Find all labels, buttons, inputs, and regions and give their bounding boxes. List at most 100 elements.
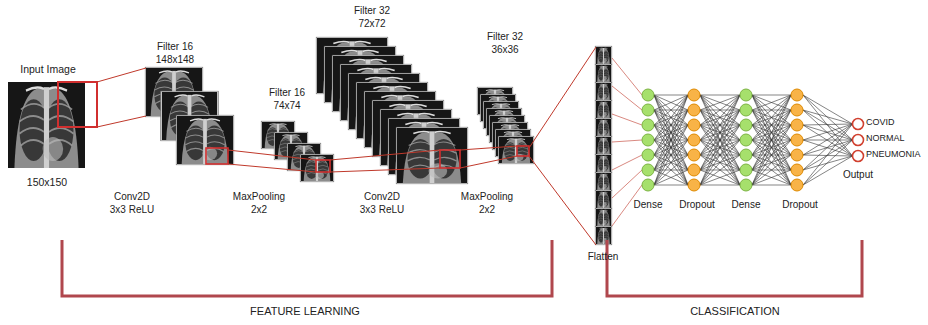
layer-label: Dense — [716, 198, 776, 211]
neuron — [688, 149, 700, 161]
layer-label: Dense — [618, 198, 678, 211]
neuron — [688, 104, 700, 116]
connection — [803, 140, 853, 155]
neuron — [688, 179, 700, 191]
connection — [654, 95, 688, 155]
layer-label: Output — [833, 168, 883, 181]
section-title: FEATURE LEARNING — [205, 304, 405, 318]
neuron — [791, 134, 803, 146]
connection — [654, 95, 688, 140]
output-neuron — [853, 119, 864, 130]
feature-map — [595, 190, 612, 209]
layer-label: Filter 16 148x148 — [143, 40, 207, 66]
connection — [752, 95, 791, 125]
neuron — [642, 149, 654, 161]
class-label: PNEUMONIA — [866, 149, 921, 161]
connection — [803, 140, 853, 170]
connection — [612, 170, 642, 198]
map-image — [596, 137, 611, 154]
layer-label: Input Image — [3, 63, 93, 77]
feature-map — [595, 136, 612, 155]
connection — [654, 155, 688, 185]
output-neuron — [853, 151, 864, 162]
neuron — [791, 89, 803, 101]
connection — [654, 95, 688, 125]
neuron — [791, 179, 803, 191]
connection — [752, 95, 791, 96]
connection — [700, 140, 740, 185]
size-label: 150x150 — [12, 176, 82, 190]
connection — [654, 95, 688, 155]
map-image — [596, 101, 611, 118]
section-brackets — [62, 240, 862, 296]
connection — [612, 155, 642, 170]
connection — [700, 155, 740, 185]
bracket — [62, 240, 552, 296]
map-frame — [498, 136, 534, 164]
connection — [752, 95, 791, 140]
projection-line — [330, 150, 440, 160]
neuron — [688, 134, 700, 146]
map-image — [596, 47, 611, 64]
map-frame — [595, 46, 612, 65]
map-image — [596, 83, 611, 100]
bracket — [607, 240, 862, 296]
connection — [752, 185, 791, 186]
connection — [612, 140, 642, 142]
neuron — [688, 89, 700, 101]
connection — [654, 185, 688, 186]
neuron — [740, 134, 752, 146]
projection-line — [97, 68, 146, 127]
projection-line — [460, 156, 517, 168]
projection-line — [460, 146, 517, 150]
connection — [700, 95, 740, 110]
connection — [803, 110, 853, 140]
map-frame — [595, 64, 612, 83]
feature-map — [595, 118, 612, 137]
neuron — [642, 179, 654, 191]
neuron — [791, 119, 803, 131]
connection — [700, 125, 740, 185]
dense-network — [612, 58, 864, 226]
projection-line — [228, 164, 316, 172]
projection-line — [228, 150, 316, 160]
connection — [700, 95, 740, 185]
neuron — [740, 164, 752, 176]
neuron — [642, 104, 654, 116]
connection — [612, 86, 642, 110]
class-label: COVID — [866, 117, 895, 129]
map-frame — [595, 100, 612, 119]
connection — [803, 156, 853, 170]
connection — [752, 125, 791, 185]
feature-map — [595, 226, 612, 245]
map-image — [177, 116, 233, 164]
connection — [752, 125, 791, 185]
output-neuron — [853, 135, 864, 146]
connection — [654, 95, 688, 140]
connection — [654, 95, 688, 185]
connection — [803, 124, 853, 140]
map-image — [596, 155, 611, 172]
class-label: NORMAL — [866, 133, 905, 145]
map-image — [596, 119, 611, 136]
connection — [700, 95, 740, 125]
map-frame — [396, 127, 468, 184]
feature-map — [595, 100, 612, 119]
operation-label: MaxPooling 2x2 — [224, 190, 294, 216]
neuron — [642, 134, 654, 146]
neuron — [642, 89, 654, 101]
layer-label: Dropout — [667, 198, 727, 211]
neuron — [740, 149, 752, 161]
neuron — [688, 164, 700, 176]
connection — [803, 95, 853, 124]
map-frame — [176, 115, 234, 165]
connection — [654, 110, 688, 185]
connection — [752, 95, 791, 170]
connection — [612, 114, 642, 125]
connection — [803, 124, 853, 155]
receptive-field — [316, 160, 330, 172]
connection — [803, 125, 853, 156]
receptive-field — [440, 150, 460, 168]
connection — [654, 95, 688, 170]
